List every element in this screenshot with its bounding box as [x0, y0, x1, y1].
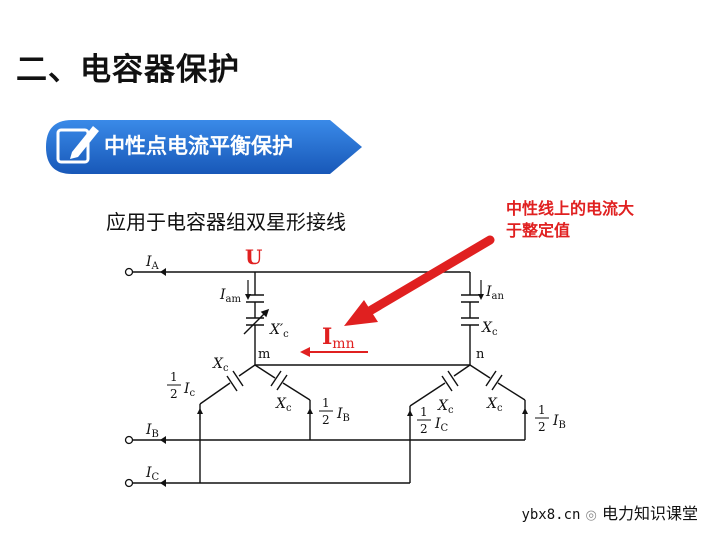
wechat-icon: ◎ [585, 508, 597, 523]
label-xc-right: Xc [481, 320, 498, 338]
watermark-site: ybx8.cn [521, 507, 581, 523]
label-ic: IC [145, 465, 160, 483]
svg-text:1: 1 [322, 396, 330, 410]
watermark: ybx8.cn ◎ 电力知识课堂 [521, 500, 698, 524]
label-half-ic-left: 1 2 Ic [167, 370, 196, 401]
label-ian: Ian [485, 284, 504, 302]
diagram-caption: 应用于电容器组双星形接线 [106, 210, 346, 234]
label-m: m [258, 347, 270, 362]
slide-title: 二、电容器保护 [16, 52, 240, 88]
edit-icon [56, 126, 99, 164]
svg-text:2: 2 [420, 422, 428, 436]
svg-text:2: 2 [538, 420, 546, 434]
label-xc-prime: X′c [269, 322, 289, 340]
terminal-a [124, 267, 134, 277]
svg-text:1: 1 [420, 405, 428, 419]
label-xc-left-b: Xc [275, 396, 292, 414]
imn-arrow [300, 347, 368, 357]
svg-text:2: 2 [322, 413, 330, 427]
terminal-c [124, 478, 134, 488]
label-ia: IA [145, 254, 160, 272]
label-iam: Iam [219, 287, 241, 305]
watermark-name: 电力知识课堂 [601, 504, 698, 523]
svg-text:Ic: Ic [183, 381, 196, 399]
svg-text:1: 1 [170, 370, 178, 384]
label-half-ib-left: 1 2 IB [319, 396, 350, 427]
svg-text:2: 2 [170, 387, 178, 401]
label-half-ib-right: 1 2 IB [535, 403, 566, 434]
svg-text:IC: IC [434, 416, 449, 434]
label-xc-right-b: Xc [486, 396, 503, 414]
label-imn: Imn [322, 324, 355, 352]
label-half-ic-right: 1 2 IC [417, 405, 449, 436]
label-xc-right-c: Xc [437, 398, 454, 416]
banner-shape [46, 120, 362, 174]
label-xc-left-c: Xc [212, 356, 229, 374]
annotation-note: 中性线上的电流大于整定值 [506, 199, 635, 240]
svg-text:IB: IB [336, 406, 350, 424]
svg-text:IB: IB [552, 413, 566, 431]
big-red-arrow [344, 235, 495, 326]
svg-text:1: 1 [538, 403, 546, 417]
label-u: U [245, 245, 262, 269]
label-ib: IB [145, 422, 159, 440]
banner-subtitle: 中性点电流平衡保护 [104, 134, 293, 158]
terminal-b [124, 435, 134, 445]
label-n: n [476, 347, 485, 362]
